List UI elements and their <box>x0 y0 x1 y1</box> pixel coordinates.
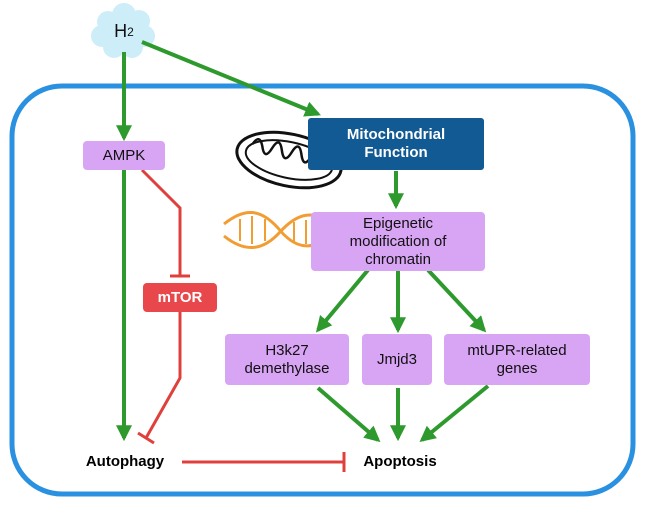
cloud-icon <box>91 3 155 58</box>
jmjd3-node: Jmjd3 <box>362 334 432 385</box>
h3k27-line-1: H3k27 <box>265 341 309 359</box>
ampk-label: AMPK <box>102 146 146 164</box>
inhibit-mtor-autophagy <box>144 312 182 439</box>
apoptosis-label: Apoptosis <box>348 450 452 474</box>
mito-line-2: Function <box>364 144 428 161</box>
epigenetic-node: Epigenetic modification of chromatin <box>311 212 485 271</box>
h3k27-line-2: demethylase <box>244 359 330 377</box>
apoptosis-text: Apoptosis <box>363 453 437 470</box>
mtupr-node: mtUPR-related genes <box>444 334 590 385</box>
arrow-epigenetic-mtupr <box>426 268 487 333</box>
inhibit-ampk-mtor <box>140 168 182 276</box>
arrow-h2-mitochondrial-function <box>141 40 321 117</box>
autophagy-text: Autophagy <box>85 453 165 470</box>
mtor-label: mTOR <box>157 288 203 306</box>
arrow-epigenetic-h3k27 <box>315 268 370 333</box>
jmjd3-label: Jmjd3 <box>376 350 417 368</box>
mitochondrial-function-node: Mitochondrial Function <box>308 118 484 170</box>
h2-subscript: 2 <box>127 24 134 39</box>
epi-line-3: chromatin <box>365 250 431 268</box>
cell-frame <box>9 83 636 497</box>
ampk-node: AMPK <box>83 141 165 170</box>
inhibit-mtor-autophagy-bar <box>137 431 155 445</box>
h2-text: H <box>114 21 128 42</box>
mito-line-1: Mitochondrial <box>346 126 446 143</box>
arrow-mtupr-apoptosis <box>419 384 490 443</box>
epi-line-1: Epigenetic <box>362 214 434 232</box>
arrow-h3k27-apoptosis <box>316 386 381 443</box>
epi-line-2: modification of <box>349 232 447 250</box>
autophagy-label: Autophagy <box>70 450 180 474</box>
mtupr-line-1: mtUPR-related <box>467 341 567 359</box>
h3k27-node: H3k27 demethylase <box>225 334 349 385</box>
mtupr-line-2: genes <box>496 359 538 377</box>
mtor-node: mTOR <box>143 283 217 312</box>
